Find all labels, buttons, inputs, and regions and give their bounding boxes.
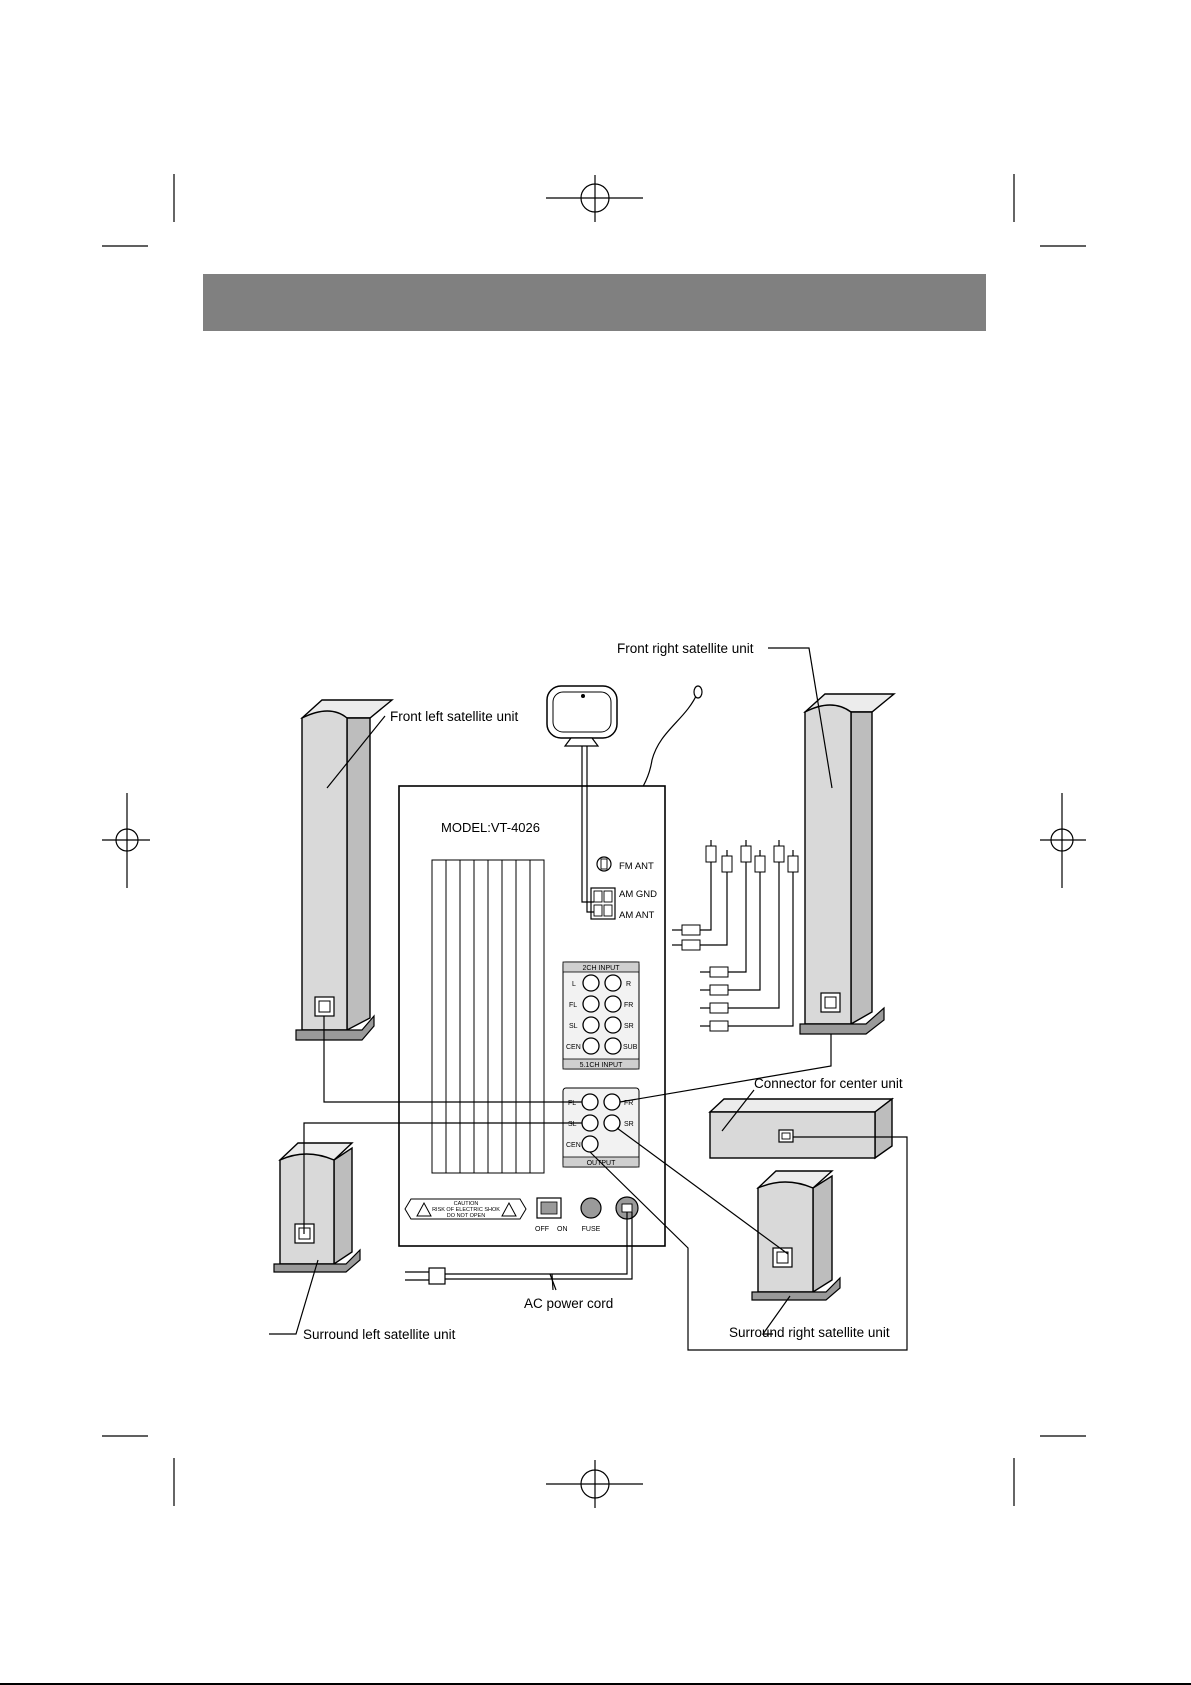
jack-label-sub-in: SUB xyxy=(623,1044,638,1051)
warning-icon xyxy=(501,1201,517,1217)
am-antenna-lead-2 xyxy=(586,746,594,913)
am-loop-antenna xyxy=(546,685,618,747)
front-right-speaker xyxy=(799,693,896,1035)
rca-plugs-vertical xyxy=(705,840,799,873)
am-terminals: AM GND AM ANT xyxy=(590,887,657,921)
surround-right-speaker xyxy=(751,1170,841,1301)
jack-label-sr-in: SR xyxy=(624,1023,634,1030)
jack-label-sl-in: SL xyxy=(569,1023,578,1030)
caution-line2: DO NOT OPEN xyxy=(447,1213,485,1219)
label-ac-power-cord: AC power cord xyxy=(524,1296,613,1311)
crosshair-left xyxy=(102,793,150,888)
jack-label-cen-in: CEN xyxy=(566,1044,581,1051)
registration-marks xyxy=(102,174,1086,1508)
am-antenna-lead xyxy=(581,746,594,903)
fuse-holder: FUSE xyxy=(580,1197,602,1233)
jack-label-l: L xyxy=(572,981,576,988)
front-left-speaker xyxy=(295,699,394,1041)
ac-power-cord xyxy=(405,1212,633,1285)
label-connector-center: Connector for center unit xyxy=(754,1076,903,1091)
crosshair-bottom xyxy=(546,1460,643,1508)
switch-on-label: ON xyxy=(557,1226,568,1233)
surround-left-speaker xyxy=(273,1142,361,1273)
fm-ant-label: FM ANT xyxy=(619,861,654,872)
power-switch: OFF ON xyxy=(535,1197,568,1233)
receiver-back-panel: MODEL:VT-4026 FM ANT xyxy=(398,785,666,1247)
label-front-left: Front left satellite unit xyxy=(390,709,519,724)
crosshair-top xyxy=(546,175,643,222)
fm-ant-terminal: FM ANT xyxy=(596,856,654,872)
input-jack-panel: 2CH INPUT 5.1CH INPUT L R FL FR SL SR CE… xyxy=(562,961,640,1070)
input-51ch-label: 5.1CH INPUT xyxy=(580,1062,624,1069)
model-label: MODEL:VT-4026 xyxy=(441,820,540,835)
warning-icon xyxy=(416,1201,432,1217)
vent-slots xyxy=(431,859,545,1174)
rca-cable-bundle xyxy=(672,840,799,1032)
caution-title: CAUTION xyxy=(454,1201,479,1207)
rca-cables xyxy=(700,862,794,1027)
fuse-label: FUSE xyxy=(582,1226,601,1233)
am-ant-label: AM ANT xyxy=(619,910,655,921)
crosshair-right xyxy=(1040,793,1086,888)
jack-label-fr-out: FR xyxy=(624,1100,633,1107)
jack-label-sr-out: SR xyxy=(624,1121,634,1128)
rca-plugs-horizontal xyxy=(672,924,729,1032)
am-gnd-label: AM GND xyxy=(619,889,657,900)
jack-label-fr-in: FR xyxy=(624,1002,633,1009)
caution-line1: RISK OF ELECTRIC SHOK xyxy=(432,1207,500,1213)
jack-label-fl-in: FL xyxy=(569,1002,577,1009)
page-bottom-rule xyxy=(0,1683,1191,1685)
output-jack-panel: OUTPUT FL FR SL SR CEN xyxy=(562,1087,640,1168)
center-speaker xyxy=(708,1097,895,1160)
jack-label-cen-out: CEN xyxy=(566,1142,581,1149)
callout-leaders xyxy=(269,647,833,1335)
switch-off-label: OFF xyxy=(535,1226,549,1233)
section-header-bar xyxy=(203,274,986,331)
label-surround-left: Surround left satellite unit xyxy=(303,1327,456,1342)
caution-label: CAUTION RISK OF ELECTRIC SHOK DO NOT OPE… xyxy=(404,1198,527,1220)
jack-label-sl-out: SL xyxy=(568,1121,577,1128)
label-front-right: Front right satellite unit xyxy=(617,641,754,656)
label-surround-right: Surround right satellite unit xyxy=(729,1325,890,1340)
jack-label-fl-out: FL xyxy=(568,1100,576,1107)
jack-label-r: R xyxy=(626,981,631,988)
speaker-wires xyxy=(303,1016,908,1351)
input-2ch-label: 2CH INPUT xyxy=(583,965,621,972)
